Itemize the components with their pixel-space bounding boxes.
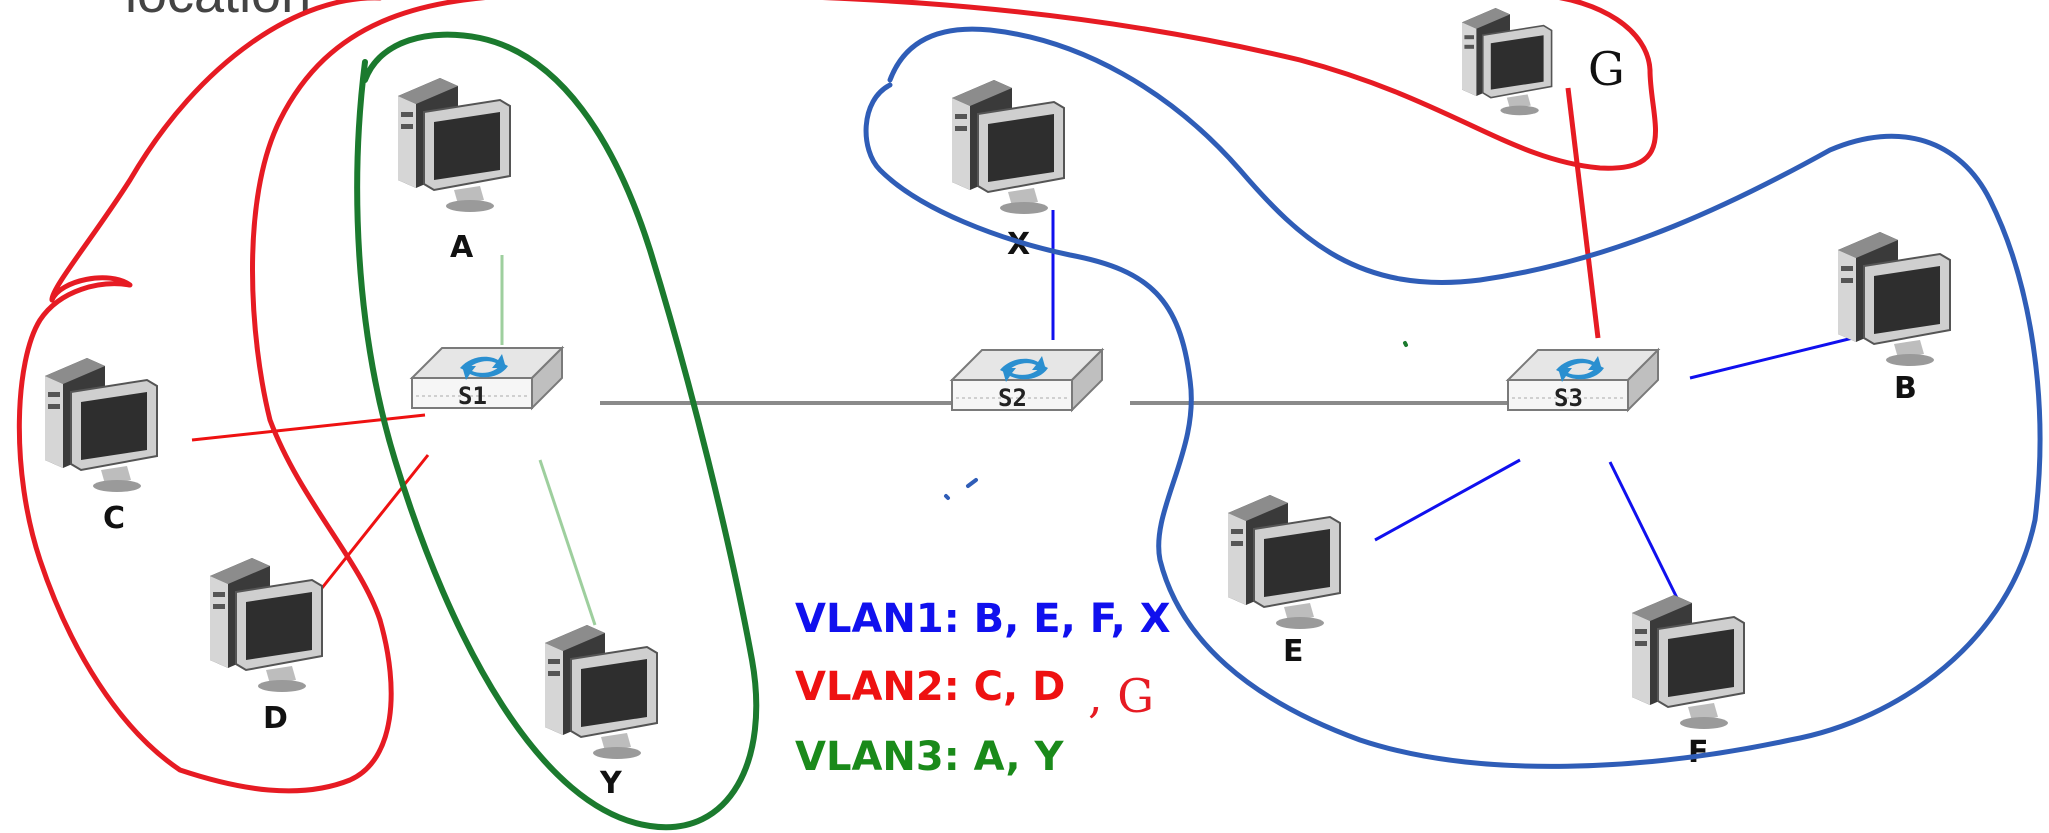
legend-vlan1: VLAN1: B, E, F, X	[795, 596, 1171, 642]
host-x-label: X	[1007, 227, 1030, 262]
link-s3-f	[1608, 461, 1680, 601]
computer-icon	[544, 624, 658, 760]
host-f: F	[1631, 594, 1745, 770]
switch-s2-label: S2	[998, 384, 1027, 412]
pen-annotations	[16, 0, 2043, 831]
link-g-s3	[1565, 87, 1601, 339]
legend: VLAN1: B, E, F, X VLAN2: C, D , G VLAN3:…	[795, 596, 1171, 780]
host-a-label: A	[450, 230, 474, 265]
computer-icon	[397, 77, 511, 213]
computer-icon	[951, 79, 1065, 215]
link-s1-y	[538, 459, 597, 626]
host-d: D	[209, 557, 323, 736]
heading-fragment: location	[125, 0, 311, 24]
legend-vlan2-annotation: , G	[1088, 669, 1154, 723]
host-g: G	[1461, 7, 1625, 117]
legend-vlan2: VLAN2: C, D	[795, 664, 1065, 710]
link-d-s1	[320, 454, 430, 589]
host-g-label: G	[1588, 42, 1625, 96]
host-e: E	[1227, 494, 1341, 669]
switch-s1: S1	[411, 347, 563, 410]
vlan2-outline-g	[250, 0, 1659, 623]
computer-icon	[44, 357, 158, 493]
legend-vlan3: VLAN3: A, Y	[795, 734, 1064, 780]
switch-s3: S3	[1507, 349, 1659, 412]
host-e-label: E	[1283, 634, 1304, 669]
page-marker: ว	[2034, 827, 2049, 833]
switch-s3-label: S3	[1554, 384, 1583, 412]
pen-mark	[1403, 341, 1408, 347]
link-s3-e	[1374, 458, 1521, 542]
host-f-label: F	[1688, 735, 1709, 770]
vlan3-outline	[354, 31, 760, 831]
links	[191, 87, 1866, 626]
host-y-label: Y	[599, 766, 623, 801]
computer-icon	[1631, 594, 1745, 730]
host-d-label: D	[263, 701, 288, 736]
computer-icon	[1227, 494, 1341, 630]
host-y: Y	[544, 624, 658, 801]
vlan2-outline-c	[16, 0, 394, 794]
switch-s2: S2	[951, 349, 1103, 412]
computer-icon	[1461, 7, 1553, 117]
vlan1-outline	[863, 26, 2043, 769]
host-x: X	[951, 79, 1065, 262]
computer-icon	[1837, 231, 1951, 367]
host-c: C	[44, 357, 158, 536]
computer-icon	[209, 557, 323, 693]
link-s3-b	[1689, 333, 1866, 380]
host-c-label: C	[103, 501, 125, 536]
host-b-label: B	[1894, 371, 1917, 406]
switch-s1-label: S1	[458, 382, 487, 410]
host-b: B	[1837, 231, 1951, 406]
pen-mark	[944, 478, 978, 500]
host-a: A	[397, 77, 511, 265]
